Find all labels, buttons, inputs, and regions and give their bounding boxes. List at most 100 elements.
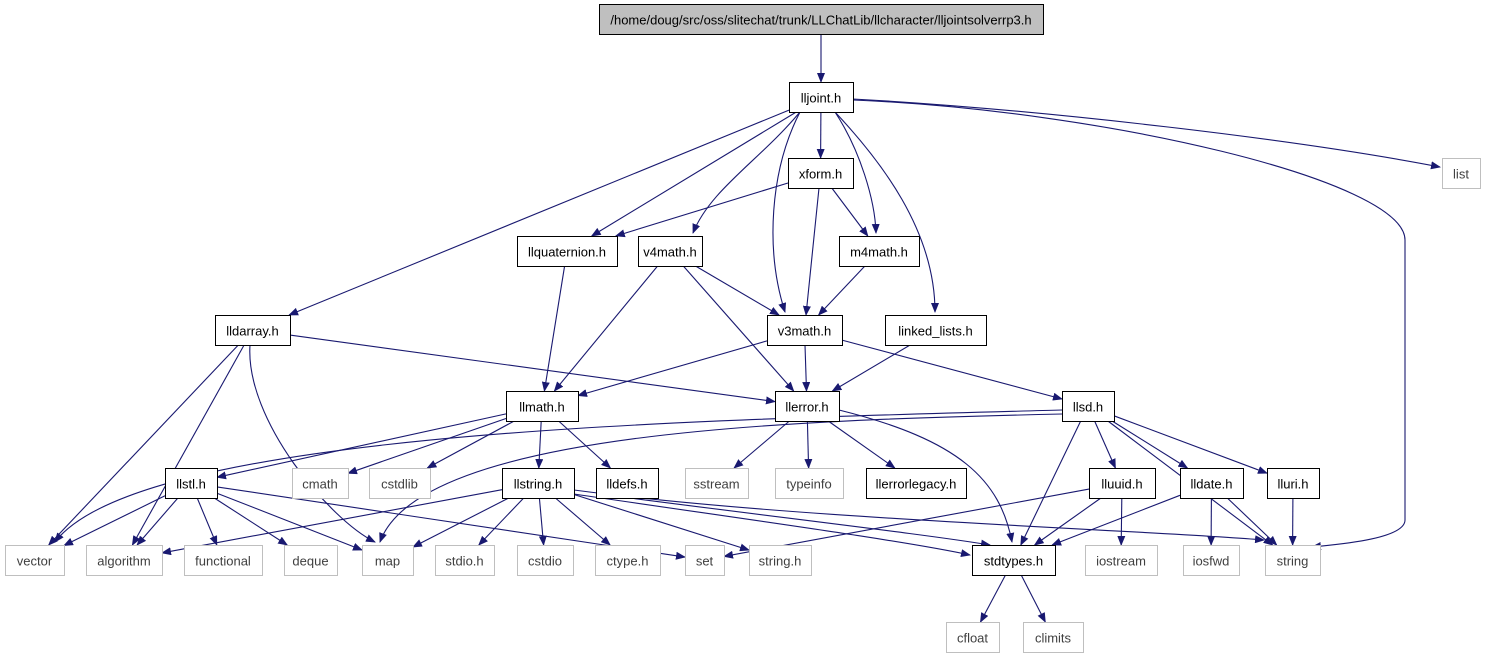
node-root[interactable]: /home/doug/src/oss/slitechat/trunk/LLCha… (599, 4, 1044, 35)
node-string-h: string.h (749, 545, 812, 576)
node-llerror[interactable]: llerror.h (775, 391, 840, 422)
edge-v3math-to-llerror (802, 344, 811, 392)
node-llquaternion[interactable]: llquaternion.h (517, 236, 618, 267)
node-box (972, 545, 1056, 576)
edge-lldarray-to-algorithm (131, 344, 245, 546)
edge-llstl-to-vector (63, 495, 166, 546)
node-box (184, 545, 263, 576)
edge-xform-to-llquaternion (614, 182, 789, 238)
node-label: climits (1035, 631, 1072, 646)
edge-llsd-to-vector (54, 409, 1063, 543)
node-box (517, 545, 574, 576)
node-climits: climits (1023, 622, 1084, 653)
node-m4math[interactable]: m4math.h (839, 236, 920, 267)
node-list: list (1442, 158, 1481, 189)
edge-llsd-to-stdtypes (1020, 420, 1082, 546)
node-iosfwd: iosfwd (1183, 545, 1240, 576)
node-label: stdtypes.h (984, 554, 1043, 569)
edge-llsd-to-lluuid (1094, 420, 1116, 469)
edge-v3math-to-llmath (577, 340, 768, 397)
node-label: deque (292, 554, 328, 569)
node-label: algorithm (97, 554, 150, 569)
node-label: lldefs.h (606, 477, 647, 492)
node-label: sstream (693, 477, 739, 492)
node-lljoint[interactable]: lljoint.h (789, 82, 854, 113)
node-lldarray[interactable]: lldarray.h (215, 315, 291, 346)
node-label: list (1453, 167, 1469, 182)
node-v4math[interactable]: v4math.h (638, 236, 703, 267)
edge-llstl-to-deque (214, 497, 289, 546)
node-stdio: stdio.h (435, 545, 495, 576)
edge-lldate-to-stdtypes (1051, 494, 1181, 546)
node-box (789, 82, 854, 113)
node-llstring[interactable]: llstring.h (502, 468, 575, 499)
node-label: map (375, 554, 400, 569)
node-box (1267, 468, 1320, 499)
node-lluri[interactable]: lluri.h (1267, 468, 1320, 499)
node-llmath[interactable]: llmath.h (506, 391, 579, 422)
node-typeinfo: typeinfo (775, 468, 844, 499)
node-label: cstdio (528, 554, 562, 569)
node-stdtypes[interactable]: stdtypes.h (972, 545, 1056, 576)
node-label: iostream (1096, 554, 1146, 569)
node-box (839, 236, 920, 267)
node-label: v4math.h (643, 245, 696, 260)
node-label: llquaternion.h (528, 245, 606, 260)
node-label: cstdlib (381, 477, 418, 492)
node-box (885, 315, 987, 346)
node-label: string.h (759, 554, 802, 569)
node-box (292, 468, 349, 499)
node-label: llerrorlegacy.h (876, 477, 957, 492)
node-lldefs[interactable]: lldefs.h (596, 468, 659, 499)
node-box (362, 545, 414, 576)
node-v3math[interactable]: v3math.h (767, 315, 843, 346)
edge-lljoint-to-v3math (772, 111, 801, 313)
node-lluuid[interactable]: lluuid.h (1089, 468, 1156, 499)
node-label: /home/doug/src/oss/slitechat/trunk/LLCha… (610, 13, 1031, 28)
edge-lljoint-to-lldarray (288, 109, 790, 316)
edges-layer (48, 34, 1441, 623)
node-label: string (1277, 554, 1309, 569)
node-box (775, 391, 840, 422)
edge-llerror-to-typeinfo (804, 420, 813, 469)
node-llerrorlegacy[interactable]: llerrorlegacy.h (866, 468, 967, 499)
node-cfloat: cfloat (946, 622, 1000, 653)
edge-v4math-to-llerror (682, 265, 795, 392)
node-label: lldate.h (1191, 477, 1233, 492)
node-cstdio: cstdio (517, 545, 574, 576)
node-box (1180, 468, 1244, 499)
node-label: xform.h (799, 167, 842, 182)
node-llsd[interactable]: llsd.h (1062, 391, 1115, 422)
node-cmath: cmath (292, 468, 349, 499)
node-label: llmath.h (519, 400, 565, 415)
node-label: lldarray.h (226, 324, 279, 339)
node-label: stdio.h (445, 554, 483, 569)
edge-llquaternion-to-llmath (541, 265, 566, 392)
edge-llmath-to-llstl (216, 413, 507, 480)
node-box (1265, 545, 1321, 576)
node-linked-lists[interactable]: linked_lists.h (885, 315, 987, 346)
node-label: lluri.h (1277, 477, 1308, 492)
edge-v3math-to-llsd (841, 339, 1063, 401)
edge-lldarray-to-vector (48, 344, 239, 546)
node-lldate[interactable]: lldate.h (1180, 468, 1244, 499)
node-label: cmath (302, 477, 337, 492)
node-xform[interactable]: xform.h (788, 158, 854, 189)
node-llstl[interactable]: llstl.h (165, 468, 218, 499)
node-set: set (685, 545, 725, 576)
node-box (215, 315, 291, 346)
edge-llstl-to-algorithm (136, 497, 179, 546)
node-deque: deque (284, 545, 338, 576)
node-label: m4math.h (850, 245, 908, 260)
edge-llmath-to-llstring (535, 420, 544, 469)
node-box (599, 4, 1044, 35)
edge-stdtypes-to-cfloat (980, 574, 1006, 623)
node-box (502, 468, 575, 499)
node-cstdlib: cstdlib (369, 468, 431, 499)
edge-linked_lists-to-llerror (831, 344, 911, 392)
node-label: typeinfo (786, 477, 832, 492)
node-label: lluuid.h (1101, 477, 1142, 492)
edge-llerror-to-sstream (733, 420, 790, 469)
node-ctype: ctype.h (595, 545, 661, 576)
node-label: llerror.h (785, 400, 828, 415)
